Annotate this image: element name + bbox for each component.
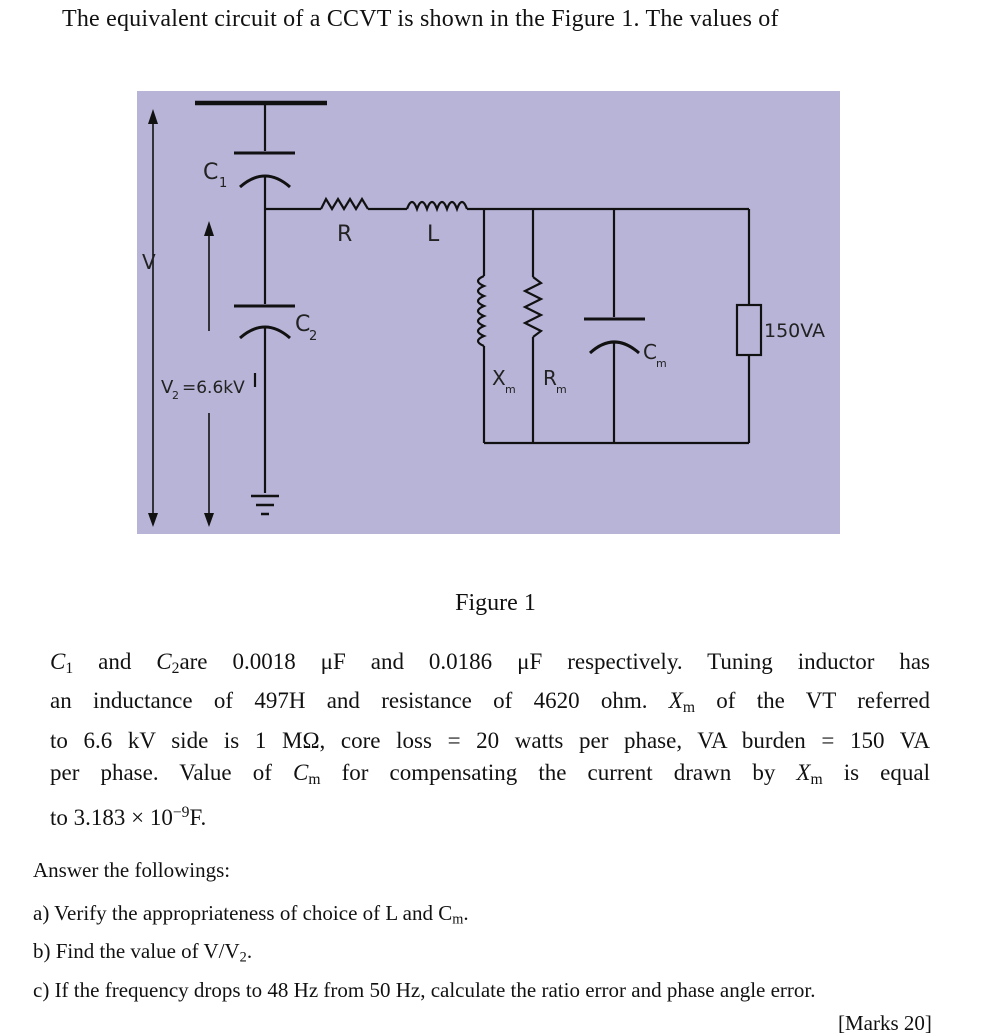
- label-r: R: [337, 222, 352, 247]
- cm-symbol: C: [292, 760, 309, 786]
- c1-subscript: 1: [65, 659, 74, 677]
- c2-plate-bottom: [239, 325, 291, 340]
- exponent: −9: [172, 803, 190, 821]
- v-arrow-head-bottom: [148, 513, 158, 527]
- c2-symbol: C: [156, 649, 172, 674]
- label-rm-sub: m: [556, 383, 567, 396]
- ccvt-circuit-diagram: C 1 C 2 R L V V 2 =6.6kV X m R m C m 150…: [137, 91, 840, 534]
- label-cm-sub: m: [656, 357, 667, 370]
- question-a-subscript: m: [452, 911, 464, 928]
- label-c2-sub: 2: [309, 329, 317, 344]
- c1-symbol: C: [50, 649, 66, 674]
- c2-subscript: 2: [171, 659, 180, 677]
- label-cm: C: [643, 340, 657, 364]
- answer-heading: Answer the followings:: [33, 858, 231, 882]
- label-c1-sub: 1: [219, 176, 227, 191]
- question-b: b) Find the value of V/V2.: [33, 939, 252, 967]
- v2-arrow-head-top: [204, 221, 214, 236]
- question-b-text: b) Find the value of V/V: [33, 939, 240, 963]
- inductor-xm: [476, 274, 487, 348]
- line4-pre: per phase. Value of: [50, 760, 293, 786]
- inductor-l: [405, 200, 469, 213]
- problem-paragraph: C1 and C2are 0.0018 μF and 0.0186 μF res…: [50, 646, 930, 834]
- xm-subscript-2: m: [810, 771, 823, 789]
- cm-subscript: m: [308, 771, 321, 789]
- label-xm-sub: m: [505, 383, 516, 396]
- question-a: a) Verify the appropriateness of choice …: [33, 901, 469, 929]
- line2-pre: an inductance of 497H and resistance of …: [50, 688, 669, 714]
- label-v2: V: [161, 377, 174, 398]
- paragraph-line-1: C1 and C2are 0.0018 μF and 0.0186 μF res…: [50, 646, 930, 685]
- label-v2-value: =6.6kV: [182, 378, 245, 398]
- question-b-subscript: 2: [239, 949, 247, 966]
- label-c2: C: [295, 312, 310, 337]
- xm-subscript: m: [682, 699, 696, 717]
- figure-background: [137, 91, 840, 534]
- paragraph-line-2: an inductance of 497H and resistance of …: [50, 685, 930, 724]
- label-c1: C: [203, 160, 218, 185]
- question-a-text: a) Verify the appropriateness of choice …: [33, 901, 453, 925]
- xm-symbol-2: X: [796, 760, 811, 786]
- question-a-post: .: [463, 901, 469, 925]
- label-l: L: [427, 222, 440, 247]
- intro-text: The equivalent circuit of a CCVT is show…: [62, 6, 779, 32]
- line4-mid: for compensating the current drawn by: [320, 760, 797, 786]
- line4-post: is equal: [822, 760, 930, 786]
- line5-post: F.: [189, 804, 207, 830]
- line1-rest: are 0.0018 μF and 0.0186 μF respectively…: [179, 649, 930, 674]
- xm-symbol: X: [668, 688, 683, 714]
- figure-caption: Figure 1: [455, 590, 536, 616]
- and-text: and: [73, 649, 157, 674]
- resistor-rm: [522, 276, 544, 338]
- question-c: c) If the frequency drops to 48 Hz from …: [33, 978, 816, 1002]
- v-arrow-head-top: [148, 109, 158, 124]
- resistor-r: [320, 196, 369, 212]
- line5-pre: to 3.183 × 10: [50, 804, 173, 830]
- v2-arrow-head-bottom: [204, 513, 214, 527]
- circuit-figure: C 1 C 2 R L V V 2 =6.6kV X m R m C m 150…: [137, 91, 840, 534]
- question-b-post: .: [246, 939, 253, 963]
- label-burden: 150VA: [764, 320, 825, 342]
- paragraph-line-5: to 3.183 × 10−9F.: [50, 797, 930, 834]
- label-rm: R: [543, 366, 557, 390]
- label-v: V: [142, 250, 156, 274]
- line2-post: of the VT referred: [695, 688, 930, 714]
- paragraph-line-4: per phase. Value of Cm for compensating …: [50, 757, 930, 796]
- paragraph-line-3: to 6.6 kV side is 1 MΩ, core loss = 20 w…: [50, 727, 930, 753]
- label-xm: X: [492, 366, 506, 390]
- label-v2-sub: 2: [172, 389, 179, 402]
